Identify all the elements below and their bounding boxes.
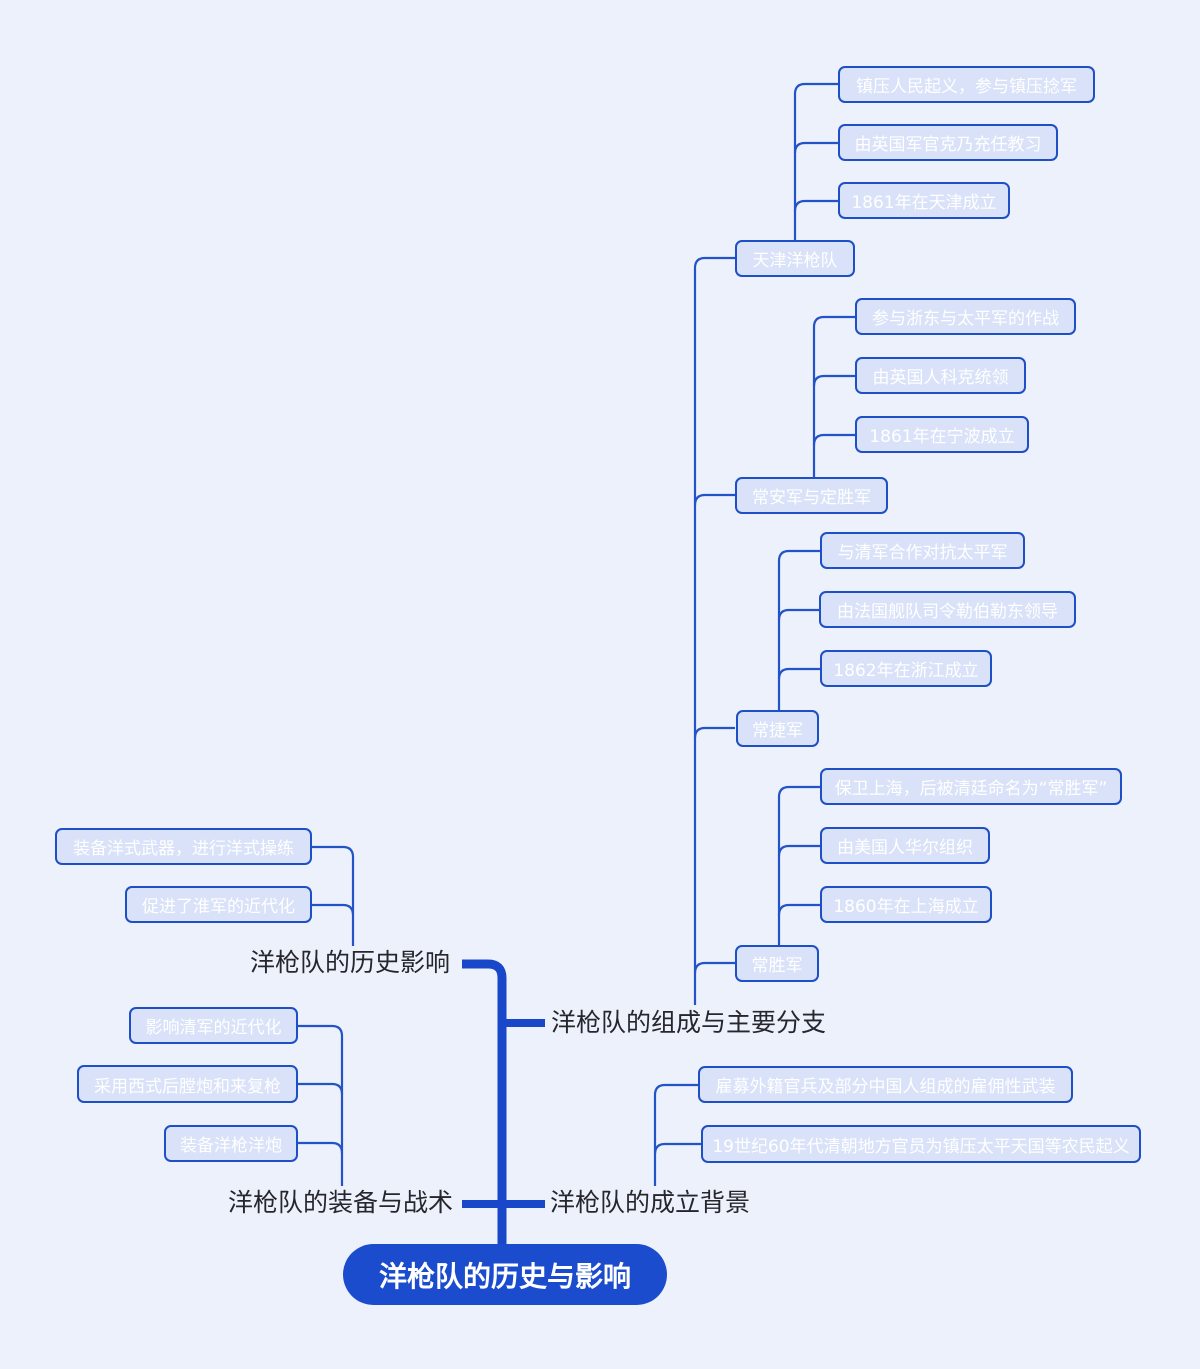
leaf-node[interactable]: 由美国人华尔组织 — [820, 827, 990, 864]
connector — [777, 667, 820, 680]
connector — [298, 1024, 344, 1186]
connector — [777, 844, 820, 857]
connector — [777, 608, 819, 621]
leaf-node[interactable]: 1862年在浙江成立 — [820, 650, 992, 687]
trunk-line — [462, 959, 507, 1250]
connector — [653, 1142, 701, 1155]
connector — [777, 549, 820, 710]
leaf-node[interactable]: 19世纪60年代清朝地方官员为镇压太平天国等农民起义 — [701, 1125, 1141, 1163]
group-node-tianjin[interactable]: 天津洋枪队 — [735, 240, 855, 277]
connector — [693, 726, 735, 739]
connector — [777, 903, 820, 916]
branch-label-equipment[interactable]: 洋枪队的装备与战术 — [228, 1188, 454, 1217]
leaf-node[interactable]: 参与浙东与太平军的作战 — [855, 298, 1076, 335]
branch-label-background[interactable]: 洋枪队的成立背景 — [550, 1188, 751, 1217]
leaf-node[interactable]: 促进了淮军的近代化 — [125, 886, 312, 923]
connector — [793, 199, 838, 212]
group-node-changsheng[interactable]: 常胜军 — [735, 945, 819, 982]
leaf-node[interactable]: 由法国舰队司令勒伯勒东领导 — [819, 591, 1076, 628]
branch-label-impact[interactable]: 洋枪队的历史影响 — [250, 948, 451, 977]
connector — [793, 141, 838, 154]
connector — [812, 374, 855, 387]
branch-label-composition[interactable]: 洋枪队的组成与主要分支 — [551, 1008, 827, 1037]
connector — [693, 256, 735, 1005]
leaf-node[interactable]: 镇压人民起义，参与镇压捻军 — [838, 66, 1095, 103]
connector — [777, 785, 820, 945]
connector — [793, 82, 838, 240]
leaf-node[interactable]: 装备洋枪洋炮 — [164, 1125, 298, 1162]
leaf-node[interactable]: 采用西式后膛炮和来复枪 — [77, 1065, 298, 1103]
group-node-changjie[interactable]: 常捷军 — [736, 710, 819, 747]
leaf-node[interactable]: 1860年在上海成立 — [820, 886, 992, 923]
leaf-node[interactable]: 影响清军的近代化 — [129, 1007, 298, 1044]
leaf-node[interactable]: 由英国军官克乃充任教习 — [838, 124, 1058, 161]
leaf-node[interactable]: 雇募外籍官兵及部分中国人组成的雇佣性武装 — [698, 1066, 1073, 1103]
leaf-node[interactable]: 1861年在宁波成立 — [855, 416, 1029, 453]
connector — [693, 961, 735, 974]
connector — [812, 315, 855, 477]
connector — [298, 1082, 344, 1095]
connector — [312, 903, 355, 916]
leaf-node[interactable]: 1861年在天津成立 — [838, 182, 1010, 219]
connector — [312, 845, 355, 946]
leaf-node[interactable]: 由英国人科克统领 — [855, 357, 1026, 394]
connector — [298, 1141, 344, 1154]
connector — [812, 433, 855, 446]
leaf-node[interactable]: 保卫上海，后被清廷命名为“常胜军” — [820, 768, 1122, 805]
leaf-node[interactable]: 与清军合作对抗太平军 — [820, 532, 1025, 569]
group-node-changan-dingsheng[interactable]: 常安军与定胜军 — [735, 477, 888, 514]
connector — [693, 493, 735, 506]
root-node[interactable]: 洋枪队的历史与影响 — [343, 1244, 667, 1305]
connector — [653, 1083, 698, 1186]
leaf-node[interactable]: 装备洋式武器，进行洋式操练 — [55, 828, 312, 865]
